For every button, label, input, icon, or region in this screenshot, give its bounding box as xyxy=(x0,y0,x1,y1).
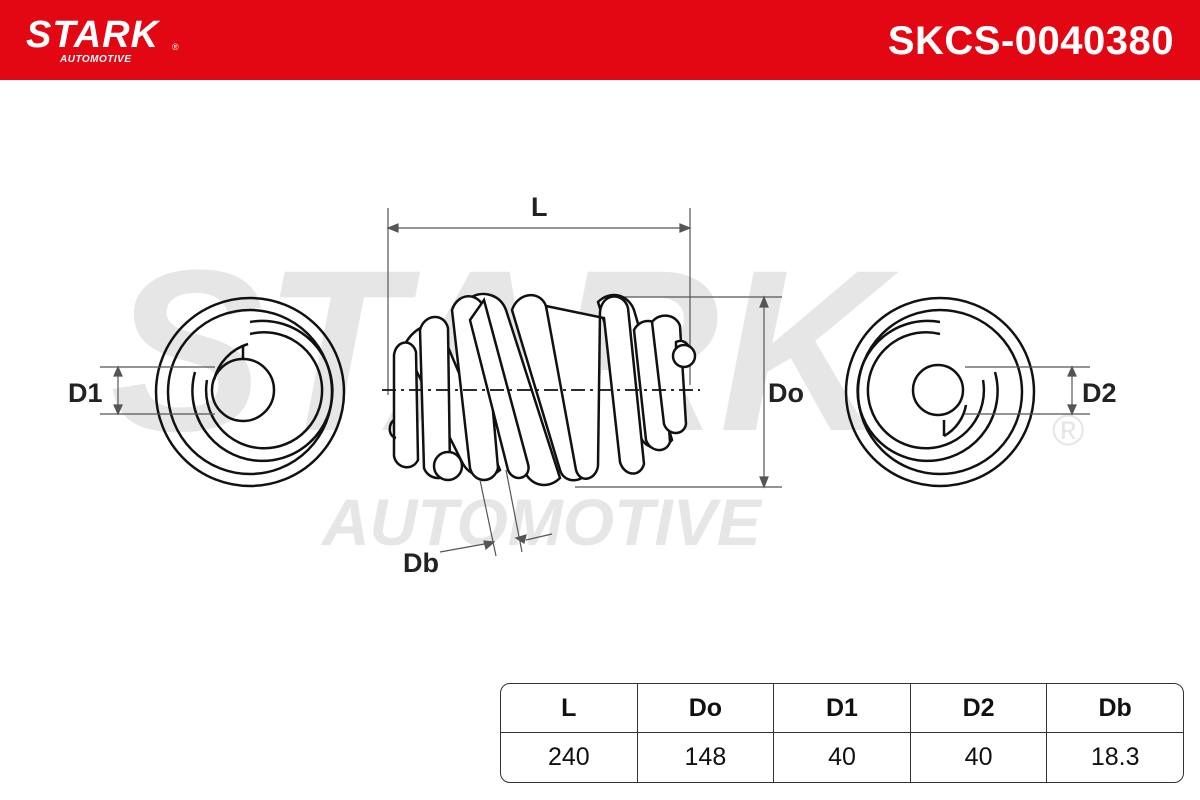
part-number: SKCS-0040380 xyxy=(887,19,1174,63)
spec-column-d1: D1 40 xyxy=(774,684,911,782)
spec-table: L 240 Do 148 D1 40 D2 40 Db 18.3 xyxy=(500,683,1184,783)
spec-header-do: Do xyxy=(637,684,774,734)
do-dimension xyxy=(575,295,782,489)
l-label: L xyxy=(531,192,548,222)
logo-registered-mark: ® xyxy=(172,42,179,52)
logo-sub-text: AUTOMOTIVE xyxy=(60,54,132,65)
right-end-view xyxy=(844,296,1036,488)
spec-value-do: 148 xyxy=(684,743,727,771)
spec-header-d2: D2 xyxy=(910,684,1047,734)
logo-brand-text: STARK xyxy=(26,14,160,56)
header-bar: STARK ® AUTOMOTIVE SKCS-0040380 xyxy=(0,0,1200,80)
spec-value-d2: 40 xyxy=(964,743,993,771)
do-label: Do xyxy=(768,378,804,408)
spec-value-l: 240 xyxy=(547,743,590,771)
spring-diagram: STARK AUTOMOTIVE ® D1 D2 xyxy=(68,192,1117,578)
spec-header-db: Db xyxy=(1047,684,1183,734)
spec-header-l: L xyxy=(501,684,637,734)
watermark-sub: AUTOMOTIVE xyxy=(320,485,763,559)
d2-label: D2 xyxy=(1082,378,1117,408)
db-dimension xyxy=(439,469,553,557)
spec-column-db: Db 18.3 xyxy=(1047,684,1183,782)
coil-spring xyxy=(388,292,697,487)
spec-value-db: 18.3 xyxy=(1090,743,1140,771)
d1-dimension xyxy=(100,365,215,416)
spec-column-l: L 240 xyxy=(501,684,638,782)
spec-value-d1: 40 xyxy=(828,743,856,771)
spec-column-d2: D2 40 xyxy=(910,684,1048,782)
left-end-view xyxy=(154,296,346,488)
d2-dimension xyxy=(965,365,1090,416)
d1-label: D1 xyxy=(68,378,103,408)
db-label: Db xyxy=(403,548,439,578)
stark-logo: STARK ® AUTOMOTIVE xyxy=(26,14,186,68)
spec-header-d1: D1 xyxy=(774,684,910,734)
spec-column-do: Do 148 xyxy=(637,684,775,782)
watermark-registered: ® xyxy=(1052,406,1084,455)
